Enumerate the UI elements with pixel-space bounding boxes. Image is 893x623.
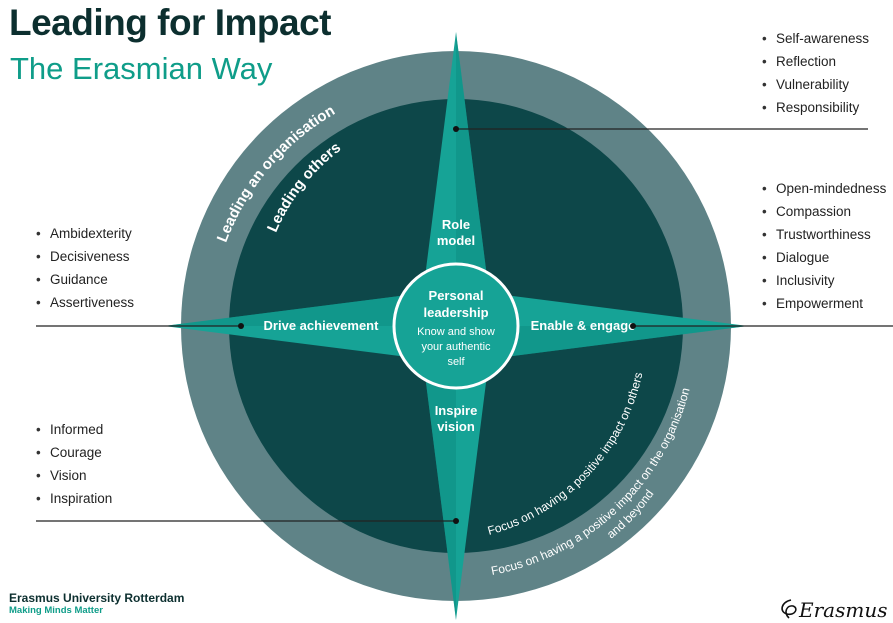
enable-engage-list: Open-mindedness Compassion Trustworthine… [762, 177, 886, 315]
connector-dot [453, 518, 459, 524]
list-item: Empowerment [762, 292, 886, 315]
list-item: Open-mindedness [762, 177, 886, 200]
center-subtext: Know and show [417, 326, 495, 338]
list-item: Assertiveness [36, 291, 134, 314]
list-item: Trustworthiness [762, 223, 886, 246]
compass-star-shade [423, 326, 456, 620]
list-item: Ambidexterity [36, 222, 134, 245]
center-title-2: leadership [423, 305, 488, 320]
compass-star-shade [164, 293, 456, 326]
inspire-vision-label-2: vision [437, 419, 475, 434]
role-model-label: Role [442, 217, 470, 232]
list-item: Inclusivity [762, 269, 886, 292]
erasmus-logo: Erasmus [781, 598, 887, 622]
inspire-vision-label: Inspire [435, 403, 478, 418]
list-item: Reflection [762, 50, 869, 73]
center-subtext-3: self [447, 356, 465, 368]
svg-text:Erasmus: Erasmus [798, 598, 887, 622]
connector-dot [630, 323, 636, 329]
drive-achievement-list: Ambidexterity Decisiveness Guidance Asse… [36, 222, 134, 314]
center-circle [392, 262, 520, 390]
list-item: Vulnerability [762, 73, 869, 96]
list-item: Inspiration [36, 487, 112, 510]
connector-dot [238, 323, 244, 329]
drive-achievement-label: Drive achievement [264, 318, 380, 333]
list-item: Self-awareness [762, 27, 869, 50]
connector-dot [453, 126, 459, 132]
role-model-list: Self-awareness Reflection Vulnerability … [762, 27, 869, 119]
list-item: Responsibility [762, 96, 869, 119]
list-item: Informed [36, 418, 112, 441]
list-item: Dialogue [762, 246, 886, 269]
list-item: Guidance [36, 268, 134, 291]
footer-organisation: Erasmus University Rotterdam [9, 591, 185, 605]
center-title: Personal [429, 288, 484, 303]
list-item: Vision [36, 464, 112, 487]
footer-tagline: Making Minds Matter [9, 605, 103, 616]
page-subtitle: The Erasmian Way [10, 51, 273, 86]
compass-star-shade [456, 32, 489, 326]
inspire-vision-list: Informed Courage Vision Inspiration [36, 418, 112, 510]
list-item: Courage [36, 441, 112, 464]
page-title: Leading for Impact [9, 2, 331, 43]
role-model-label-2: model [437, 233, 475, 248]
center-subtext-2: your authentic [421, 341, 491, 353]
compass-star-shade [456, 326, 748, 359]
list-item: Compassion [762, 200, 886, 223]
enable-engage-label: Enable & engage [531, 318, 636, 333]
list-item: Decisiveness [36, 245, 134, 268]
